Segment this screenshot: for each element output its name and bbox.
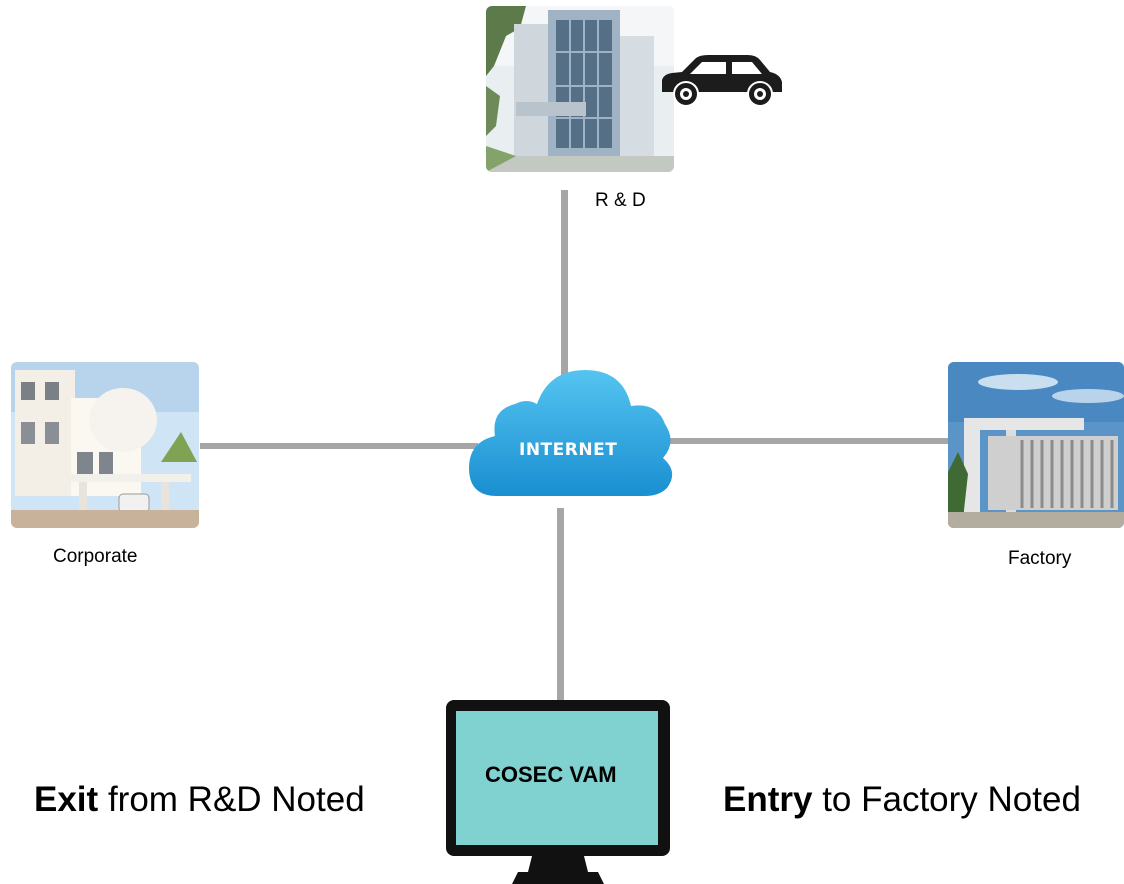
corporate-building-photo <box>11 362 199 528</box>
entry-keyword: Entry <box>723 780 813 819</box>
exit-detail: from R&D Noted <box>107 780 365 819</box>
connector-corporate-internet <box>200 443 478 449</box>
exit-keyword: Exit <box>34 780 99 819</box>
entry-event-text: Entry to Factory Noted <box>723 780 1081 820</box>
rnd-label: R & D <box>595 190 646 211</box>
factory-building-photo <box>948 362 1124 528</box>
internet-label: INTERNET <box>519 440 618 460</box>
entry-detail: to Factory Noted <box>822 780 1081 819</box>
monitor-icon <box>446 700 670 884</box>
rnd-building-photo <box>486 6 674 172</box>
cosec-vam-label: COSEC VAM <box>485 762 617 787</box>
exit-event-text: Exit from R&D Noted <box>34 780 365 820</box>
connector-factory-internet <box>664 438 948 444</box>
factory-label: Factory <box>1008 548 1072 569</box>
connector-rnd-internet <box>561 190 568 382</box>
car-icon <box>662 55 782 107</box>
cloud-icon <box>469 370 673 496</box>
connector-internet-terminal <box>557 508 564 701</box>
corporate-label: Corporate <box>53 546 138 567</box>
